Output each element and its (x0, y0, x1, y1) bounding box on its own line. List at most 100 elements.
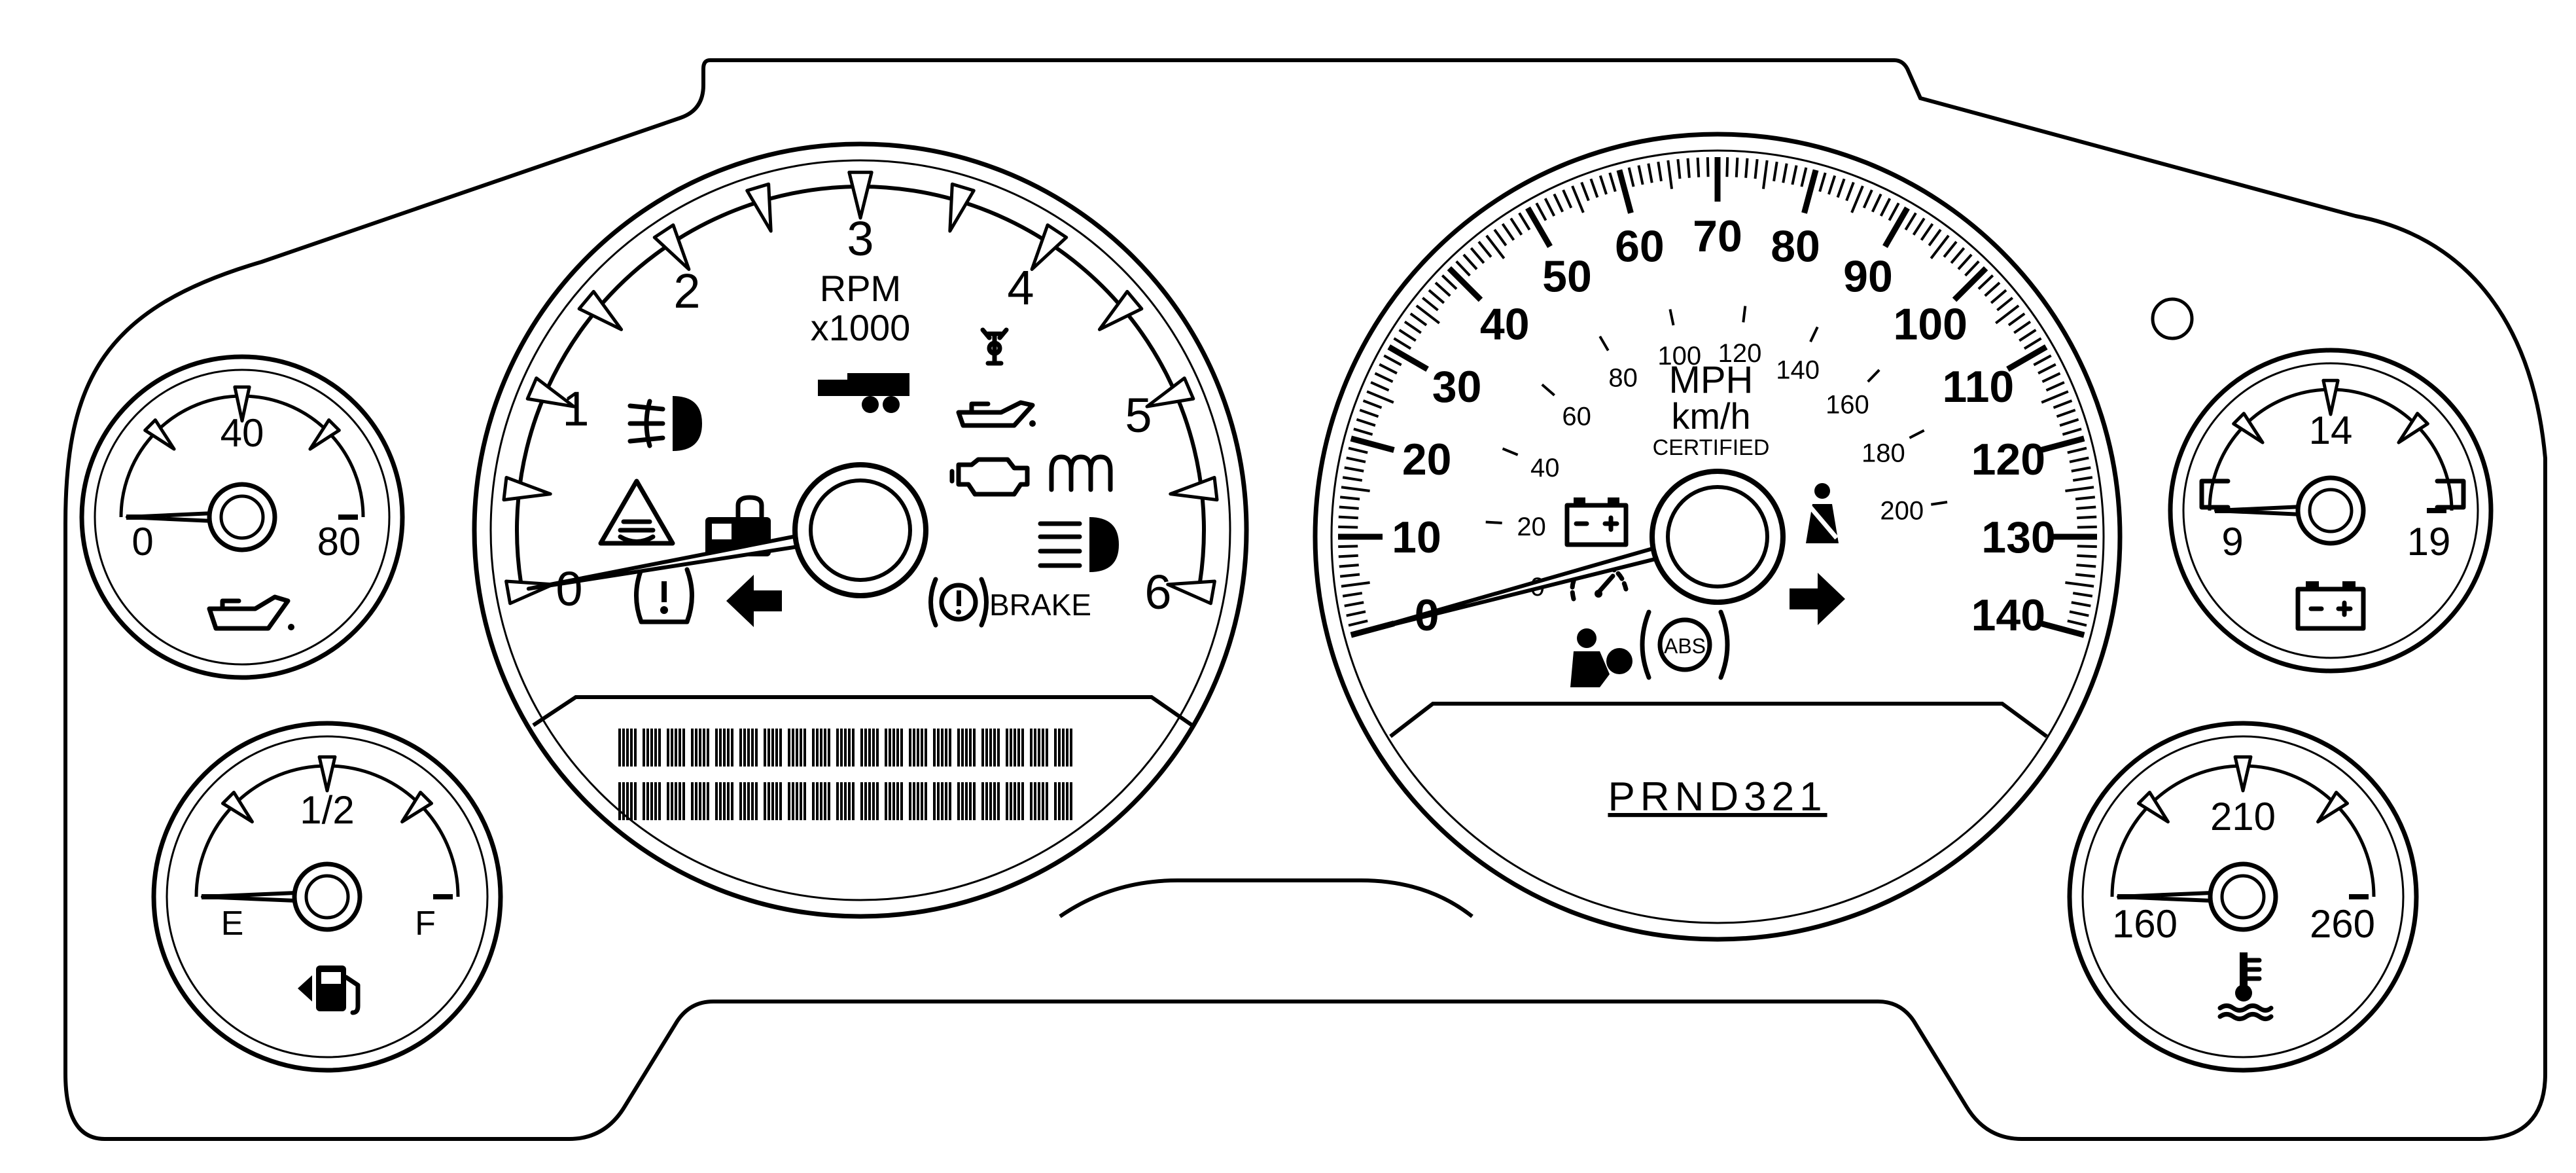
display-pixel-column (731, 782, 733, 820)
display-pixel-column (824, 729, 826, 767)
display-pixel-column (796, 782, 798, 820)
speedo-minor-tick (1535, 202, 1547, 221)
speedo-minor-tick (2033, 354, 2052, 367)
display-cell (618, 782, 637, 820)
speedo-minor-tick (2041, 372, 2061, 384)
display-pixel-column (646, 729, 649, 767)
display-cell (860, 729, 879, 767)
display-pixel-column (755, 782, 758, 820)
speedo-minor-tick (1346, 610, 1366, 617)
speedo-minor-tick (1990, 289, 2007, 304)
brake-label: BRAKE (989, 588, 1091, 622)
speedo-major-tick (1952, 266, 1988, 302)
speedo-minor-tick (1339, 564, 1359, 568)
display-pixel-column (909, 782, 911, 820)
display-cell (715, 729, 733, 767)
speedo-minor-tick (1871, 193, 1882, 213)
speedo-kmh-tick (1502, 447, 1519, 456)
odometer-reset-hole[interactable] (2151, 297, 2194, 340)
display-pixel-column (788, 782, 790, 820)
display-pixel-column (933, 782, 936, 820)
speedo-kmh-label-80: 80 (1608, 363, 1638, 392)
turn-right-arrow-icon (1790, 573, 1845, 625)
oil-label-40: 40 (221, 411, 264, 455)
display-pixel-column (937, 729, 940, 767)
display-pixel-column (989, 782, 992, 820)
speedo-minor-tick (1353, 427, 1373, 436)
display-pixel-column (1042, 782, 1044, 820)
volt-high-bracket (2435, 478, 2466, 510)
display-pixel-column (885, 782, 887, 820)
display-pixel-column (675, 782, 677, 820)
speedo-minor-tick (1477, 240, 1492, 258)
speedo-minor-tick (1791, 165, 1798, 185)
display-pixel-column (682, 729, 685, 767)
speedo-minor-tick (1782, 163, 1788, 183)
oil-label-80: 80 (317, 520, 361, 564)
speedo-major-tick (1447, 266, 1483, 302)
display-pixel-column (961, 782, 964, 820)
tach-ticks (502, 170, 1219, 605)
volt-tick (2397, 412, 2429, 444)
display-pixel-column (1062, 782, 1065, 820)
speedo-minor-tick (1462, 253, 1478, 270)
display-pixel-column (626, 729, 629, 767)
speedo-minor-tick (2077, 525, 2097, 529)
display-pixel-column (1030, 782, 1032, 820)
display-pixel-column (820, 782, 822, 820)
display-cell (643, 782, 661, 820)
display-pixel-column (812, 729, 815, 767)
display-pixel-column (699, 782, 701, 820)
display-pixel-column (667, 782, 669, 820)
temp-tick (2136, 790, 2170, 823)
tach-hub-inner (809, 478, 912, 582)
speedo-mph-label-130: 130 (1981, 513, 2055, 562)
display-pixel-column (1042, 729, 1044, 767)
airbag-icon (1570, 628, 1632, 687)
speedo-minor-tick (1637, 165, 1644, 185)
temp-tick (2316, 790, 2350, 823)
speedo-minor-tick (1667, 160, 1674, 189)
speedo-minor-tick (1984, 281, 2001, 297)
battery-icon (2295, 581, 2366, 631)
volt-label-19: 19 (2407, 520, 2451, 564)
speedo-minor-tick (1647, 163, 1653, 183)
display-pixel-column (643, 782, 645, 820)
speedo-minor-tick (1346, 456, 1366, 463)
display-cell (860, 782, 879, 820)
display-pixel-column (1017, 729, 1020, 767)
speedo-kmh-tick (1931, 501, 1948, 506)
center-bridge (1059, 878, 1473, 918)
oil-tick (308, 418, 341, 451)
speedo-minor-tick (1995, 304, 2020, 325)
display-pixel-column (860, 729, 863, 767)
tach-label-5: 5 (1125, 388, 1152, 442)
speedo-kmh-tick (1598, 335, 1610, 352)
display-pixel-column (1046, 729, 1048, 767)
tach-label-4: 4 (1007, 261, 1034, 315)
display-pixel-column (771, 729, 774, 767)
speedo-minor-tick (1957, 253, 1973, 270)
display-cell (957, 782, 976, 820)
display-pixel-column (803, 782, 806, 820)
speedo-minor-tick (1339, 573, 1360, 578)
display-pixel-column (626, 782, 629, 820)
fuel-label-half: 1/2 (300, 788, 354, 832)
speedo-minor-tick (1735, 157, 1739, 177)
turn-left-arrow-icon (726, 575, 782, 627)
display-pixel-column (872, 782, 875, 820)
display-pixel-column (957, 729, 960, 767)
display-pixel-column (646, 782, 649, 820)
speedo-minor-tick (2053, 399, 2073, 409)
display-pixel-column (1054, 729, 1057, 767)
display-pixel-column (800, 782, 802, 820)
display-pixel-column (1014, 729, 1016, 767)
speedo-minor-tick (1374, 372, 1394, 384)
speedo-minor-tick (1393, 337, 1412, 350)
speedo-minor-tick (1553, 193, 1564, 213)
speedo-minor-tick (1888, 202, 1900, 221)
volt-label-9: 9 (2221, 520, 2243, 564)
speedo-mph-label-40: 40 (1480, 300, 1530, 350)
volt-gauge-hub-inner (2308, 488, 2354, 533)
display-pixel-column (671, 729, 673, 767)
